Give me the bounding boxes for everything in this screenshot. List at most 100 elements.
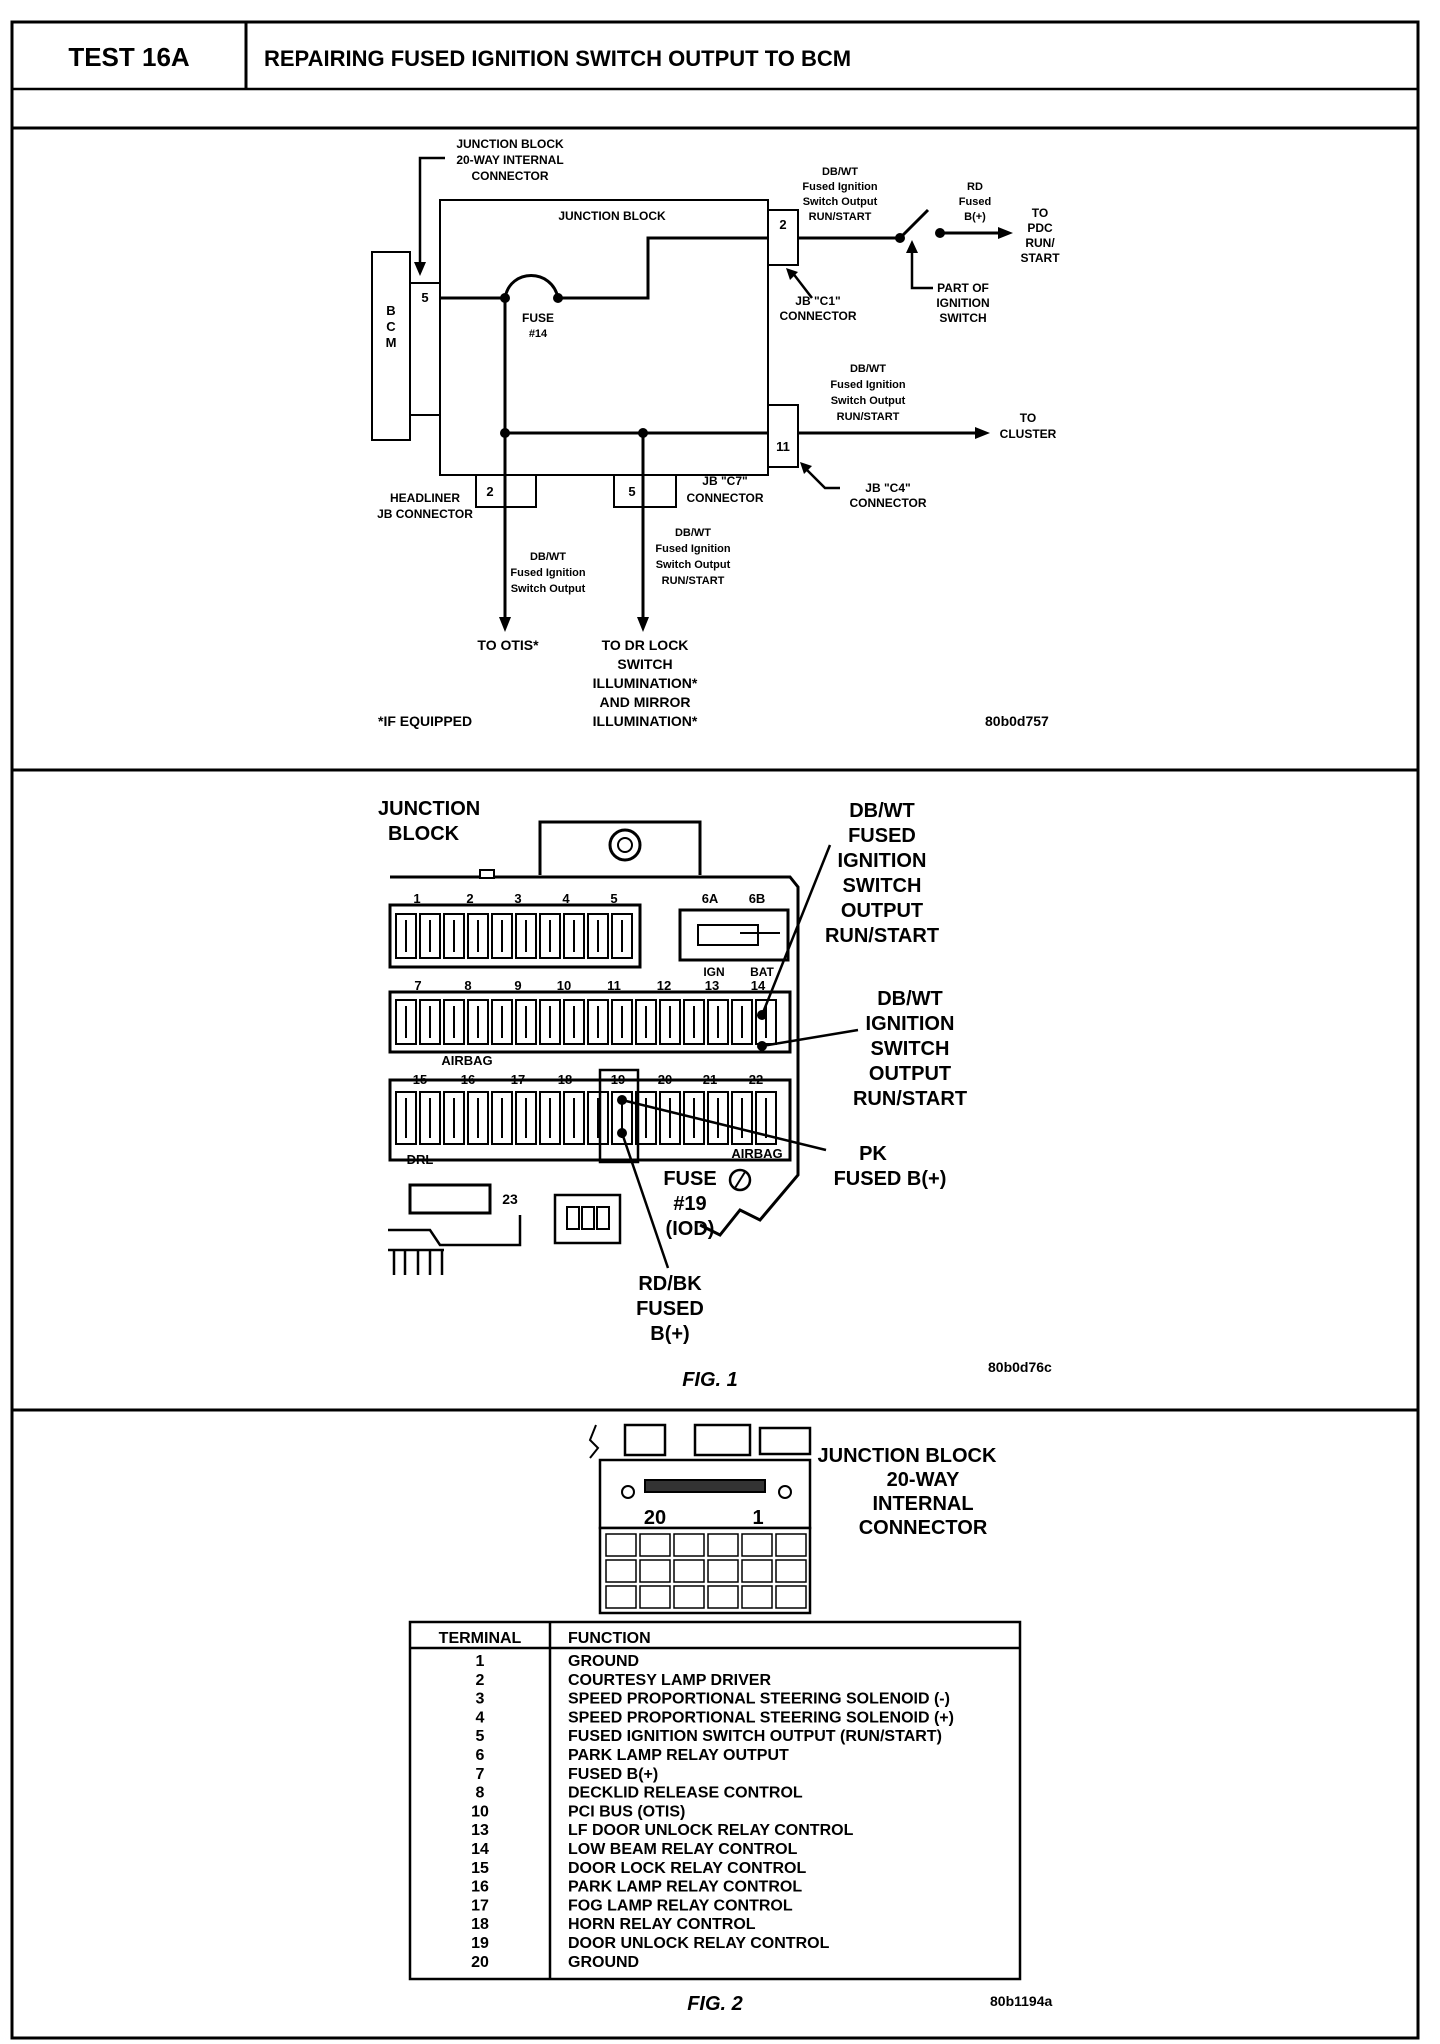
label-dbwt-fused-2: FUSED bbox=[848, 825, 916, 847]
label-rdbk-1: RD/BK bbox=[638, 1273, 702, 1295]
top-plug-2 bbox=[693, 1423, 752, 1457]
dbwt-top-4: RUN/START bbox=[809, 211, 872, 223]
table-row-14-function: FOG LAMP RELAY CONTROL bbox=[568, 1897, 793, 1914]
dbwt-lock-2: Fused Ignition bbox=[655, 543, 730, 555]
jb-c4-2: CONNECTOR bbox=[849, 496, 926, 510]
leader-dbwt-fused bbox=[760, 844, 832, 1016]
label-fuse19-2: #19 bbox=[673, 1193, 706, 1215]
bcm-letter-c: C bbox=[386, 319, 396, 334]
table-row-9-function: PCI BUS (OTIS) bbox=[568, 1803, 685, 1820]
fig2-title-2: 20-WAY bbox=[887, 1469, 960, 1491]
table-row-10-terminal: 13 bbox=[471, 1822, 489, 1839]
table-row-17-terminal: 20 bbox=[471, 1954, 489, 1971]
table-row-17-function: GROUND bbox=[568, 1954, 639, 1971]
fuse-row2-slots bbox=[395, 999, 777, 1045]
table-row-5-function: FUSED IGNITION SWITCH OUTPUT (RUN/START) bbox=[568, 1728, 942, 1745]
part-of-ign-2: IGNITION bbox=[936, 296, 989, 310]
lower-connector-pin1 bbox=[566, 1206, 580, 1230]
label-rdbk-3: B(+) bbox=[650, 1323, 689, 1345]
to-cluster-2: CLUSTER bbox=[1000, 427, 1057, 441]
lower-cell-1-0 bbox=[605, 1559, 637, 1583]
label-dbwt-ign-2: IGNITION bbox=[866, 1013, 955, 1035]
to-dr-lock-1: TO DR LOCK bbox=[602, 637, 689, 653]
label-dbwt-fused-6: RUN/START bbox=[825, 925, 939, 947]
fuse-label-12: 12 bbox=[657, 978, 671, 993]
bat-label: BAT bbox=[750, 965, 774, 979]
table-row-14-terminal: 17 bbox=[471, 1897, 489, 1914]
jb-notch bbox=[479, 869, 495, 879]
fuse-label-15: 15 bbox=[413, 1072, 427, 1087]
fuse-label-10: 10 bbox=[557, 978, 571, 993]
lower-left-pins bbox=[388, 1248, 444, 1275]
drl-label: DRL bbox=[407, 1152, 434, 1167]
bcm-letter-m: M bbox=[386, 335, 397, 350]
airbag-right-label: AIRBAG bbox=[731, 1146, 782, 1161]
dbwt-mid-1: DB/WT bbox=[850, 363, 886, 375]
lower-cell-0-1 bbox=[639, 1533, 671, 1557]
part-of-ign-3: SWITCH bbox=[939, 311, 986, 325]
fuse-label-6b: 6B bbox=[749, 891, 766, 906]
lower-cell-0-2 bbox=[673, 1533, 705, 1557]
to-pdc-1: TO bbox=[1032, 206, 1048, 220]
splice-4 bbox=[638, 428, 648, 438]
lower-cell-2-1 bbox=[639, 1585, 671, 1609]
to-pdc-4: START bbox=[1020, 251, 1060, 265]
pin5-left-connector bbox=[409, 282, 441, 416]
pin5-bottom: 5 bbox=[628, 484, 635, 499]
to-pdc-3: RUN/ bbox=[1025, 236, 1055, 250]
pin20-label: 20 bbox=[644, 1507, 666, 1529]
fig1-caption: FIG. 1 bbox=[682, 1369, 738, 1391]
c4-connector bbox=[767, 404, 799, 468]
to-dr-lock-3: ILLUMINATION* bbox=[593, 675, 698, 691]
leader-pk bbox=[621, 1098, 827, 1152]
fig1-code: 80b0d76c bbox=[988, 1359, 1052, 1375]
dbwt-lock-4: RUN/START bbox=[662, 575, 725, 587]
lower-cell-0-4 bbox=[741, 1533, 773, 1557]
dbwt-mid-2: Fused Ignition bbox=[830, 379, 905, 391]
to-pdc-2: PDC bbox=[1027, 221, 1053, 235]
dbwt-otis-1: DB/WT bbox=[530, 551, 566, 563]
dbwt-otis-3: Switch Output bbox=[511, 583, 586, 595]
table-header-function: FUNCTION bbox=[568, 1630, 651, 1647]
label-dbwt-fused-3: IGNITION bbox=[838, 850, 927, 872]
jb-c7-2: CONNECTOR bbox=[686, 491, 763, 505]
terminal-table bbox=[408, 1620, 1022, 1981]
dbwt-top-3: Switch Output bbox=[803, 196, 878, 208]
dbwt-top-2: Fused Ignition bbox=[802, 181, 877, 193]
top-plug-1 bbox=[623, 1423, 667, 1457]
label-dbwt-fused-1: DB/WT bbox=[849, 800, 915, 822]
bcm-box bbox=[371, 251, 411, 441]
table-row-2-terminal: 2 bbox=[476, 1672, 485, 1689]
table-row-2-function: COURTESY LAMP DRIVER bbox=[568, 1672, 771, 1689]
table-row-11-terminal: 14 bbox=[471, 1841, 489, 1858]
lower-cell-1-4 bbox=[741, 1559, 773, 1583]
lower-cell-0-0 bbox=[605, 1533, 637, 1557]
fuse-label-8: 8 bbox=[464, 978, 471, 993]
ign-switch-pointer bbox=[910, 245, 933, 290]
fuse-label-20: 20 bbox=[658, 1072, 672, 1087]
lower-cell-1-1 bbox=[639, 1559, 671, 1583]
fuse-label-2: 2 bbox=[466, 891, 473, 906]
top-plug-3 bbox=[758, 1426, 812, 1456]
arrow-cluster bbox=[975, 427, 990, 439]
fig2-caption: FIG. 2 bbox=[687, 1993, 743, 2015]
rd-fused-2: Fused bbox=[959, 196, 991, 208]
headliner-1: HEADLINER bbox=[390, 491, 460, 505]
fuse-row3-slots bbox=[395, 1091, 777, 1145]
table-row-3-terminal: 3 bbox=[476, 1691, 485, 1708]
table-row-8-terminal: 8 bbox=[476, 1785, 485, 1802]
table-row-13-function: PARK LAMP RELAY CONTROL bbox=[568, 1879, 802, 1896]
connector-clip bbox=[588, 1424, 600, 1459]
pin1-label: 1 bbox=[752, 1507, 763, 1529]
c4-arrow bbox=[800, 462, 812, 474]
part-of-ign-1: PART OF bbox=[937, 281, 989, 295]
fuse-label-7: 7 bbox=[414, 978, 421, 993]
fuse-label-6a: 6A bbox=[702, 891, 719, 906]
label-rdbk-2: FUSED bbox=[636, 1298, 704, 1320]
splice-2 bbox=[553, 293, 563, 303]
pin5-left: 5 bbox=[421, 290, 428, 305]
junction-block-box bbox=[439, 199, 769, 476]
arrow-pdc bbox=[998, 227, 1013, 239]
fig2-title-3: INTERNAL bbox=[872, 1493, 973, 1515]
fig2-title-1: JUNCTION BLOCK bbox=[818, 1445, 997, 1467]
